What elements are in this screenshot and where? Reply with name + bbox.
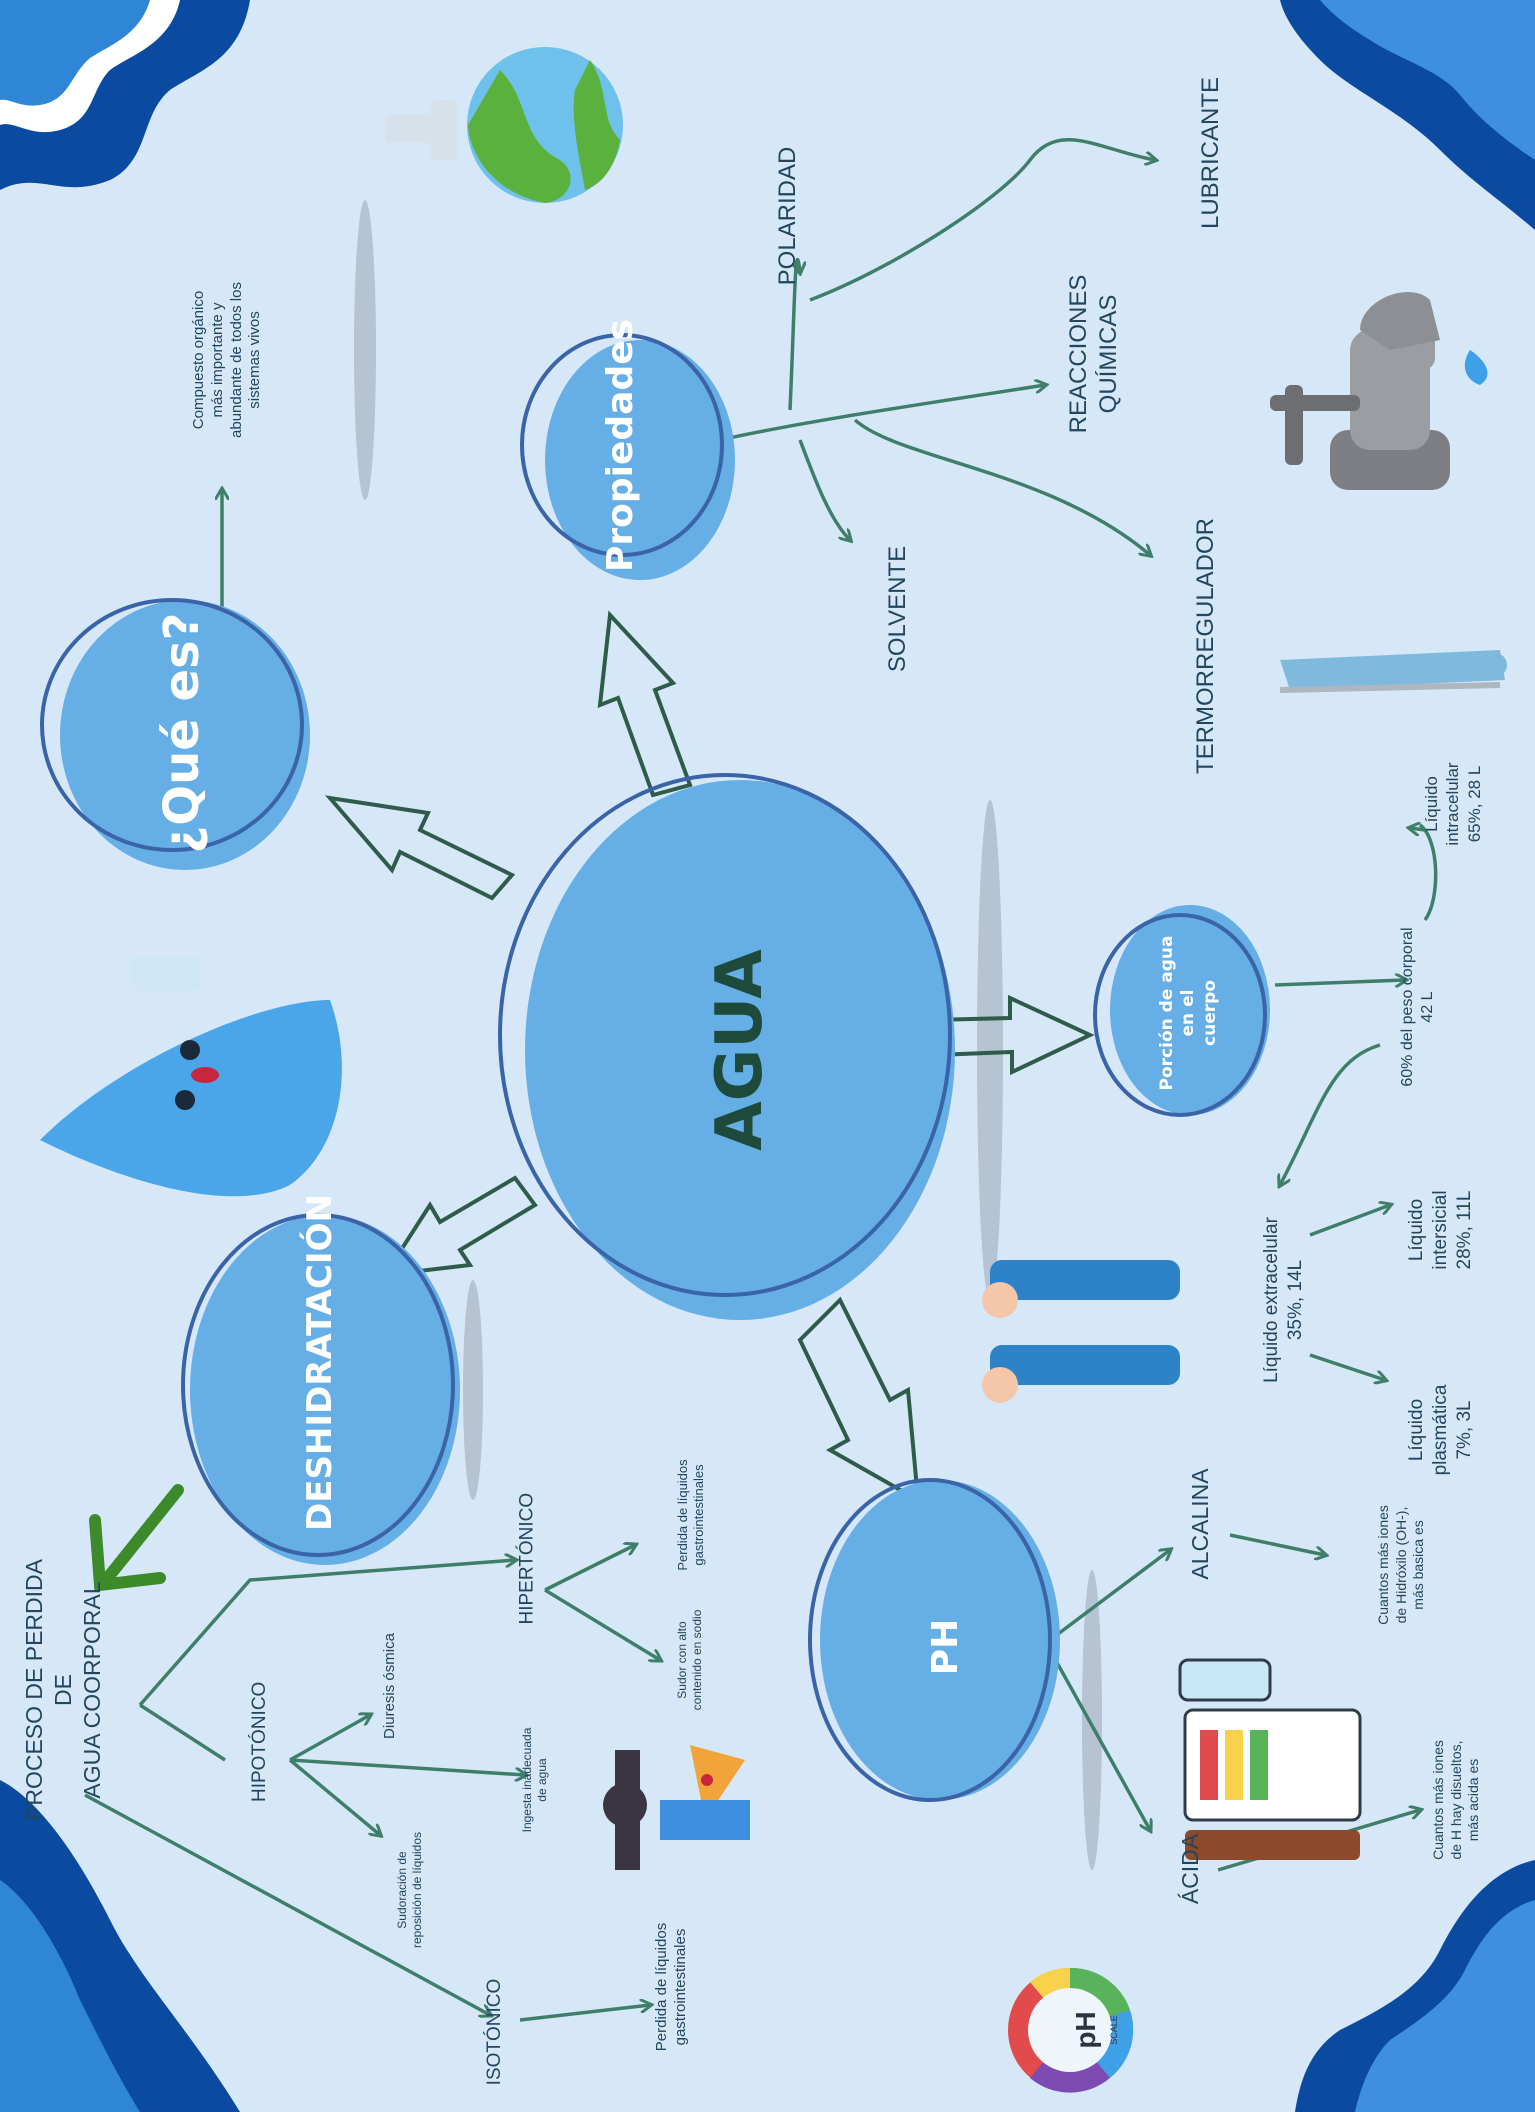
propiedad-lubricante: LUBRICANTE [1197,76,1224,229]
dehydration-warning-icon [603,1745,750,1870]
isotonico-item-perdida: Perdida de líquidos gastrointestinales [653,1922,689,2052]
wave-bottom-right [1295,1860,1535,2112]
earth-faucet-icon [385,47,623,203]
hipotonico-label: HIPOTÓNICO [249,1681,270,1802]
ph-acida: ÁCIDA [1177,1833,1203,1905]
ph-scale-badge-text: pH SCALE [1048,1995,1119,2065]
ph-title: PH [925,1618,966,1676]
porcion-extracelular: Líquido extracelular 35%, 14L [1261,1217,1306,1383]
wave-top-right [1280,0,1535,230]
node-agua-circle[interactable] [498,773,955,1320]
hipotonico-item-diuresis: Diuresis ósmica [381,1633,398,1739]
proceso-perdida-label: PROCESO DE PERDIDA DE AGUA COORPORAL [21,1559,105,1821]
que-es-title: ¿Qué es? [154,612,210,854]
porcion-title: Porción de agua en el cuerpo [1157,935,1220,1091]
propiedad-solvente: SOLVENTE [884,545,911,673]
hipotonico-item-sudoracion: Sudoración de reposición de líquidos [395,1831,424,1949]
hollow-arrows [324,610,1095,1504]
faucet-icon [1270,291,1488,490]
porcion-total: 60% del peso corporal 42 L [1399,927,1436,1087]
deshidratacion-title: DESHIDRATACIÓN [300,1194,340,1531]
porcion-plasmatica: Líquido plasmática 7%, 3L [1406,1384,1475,1476]
hipertonico-item-perdida: Perdida de líquidos gastrointestinales [675,1459,707,1571]
wave-bottom-left [0,1780,240,2112]
isotonico-label: ISOTÓNICO [484,1978,505,2086]
node-propiedades-circle[interactable] [520,333,735,580]
propiedades-title: Propiedades [600,318,641,572]
ph-scale-icon [1008,1967,1134,2093]
node-ph-circle[interactable] [808,1478,1060,1802]
ph-alcalina: ALCALINA [1187,1468,1213,1580]
ph-acida-text: Cuantos más iones de H hay disueltos, má… [1430,1740,1481,1860]
people-drinking-icon [982,1260,1180,1403]
green-arrow-deshidratacion [89,1484,184,1592]
ph-badge-small: SCALE [1109,2015,1119,2045]
human-silhouette-icon [1279,650,1507,693]
hipertonico-label: HIPERTÓNICO [516,1492,538,1625]
ph-badge-big: pH [1070,2011,1101,2049]
node-porcion-circle[interactable] [1093,905,1270,1117]
propiedad-termorregulador: TERMORREGULADOR [1192,517,1219,774]
porcion-intracelular: Líquido intracelular 65%, 28 L [1422,762,1484,846]
hipertonico-item-sudor: Sudor con alto contenido en sodio [675,1609,704,1711]
hipotonico-item-ingesta: Ingesta inadecuada de agua [520,1727,549,1833]
que-es-description: Compuesto orgánico más importante y abun… [190,282,264,438]
ph-alcalina-text: Cuantos más iones de Hidróxilo (OH-), má… [1375,1505,1426,1625]
propiedad-reacciones: REACCIONES QUÍMICAS [1065,274,1122,434]
water-drop-mascot-icon [40,955,342,1197]
node-deshidratacion-circle[interactable] [181,1213,460,1565]
connector-lines [84,138,1438,2022]
wave-top-left [0,0,250,190]
ph-test-icon [1178,1658,1362,1860]
main-topic-title: AGUA [703,949,777,1151]
porcion-intersticial: Líquido intersicial 28%, 11L [1406,1190,1475,1270]
node-que-es-circle[interactable] [40,598,310,870]
propiedad-polaridad: POLARIDAD [774,146,801,286]
decorative-shadows [354,200,1102,1870]
